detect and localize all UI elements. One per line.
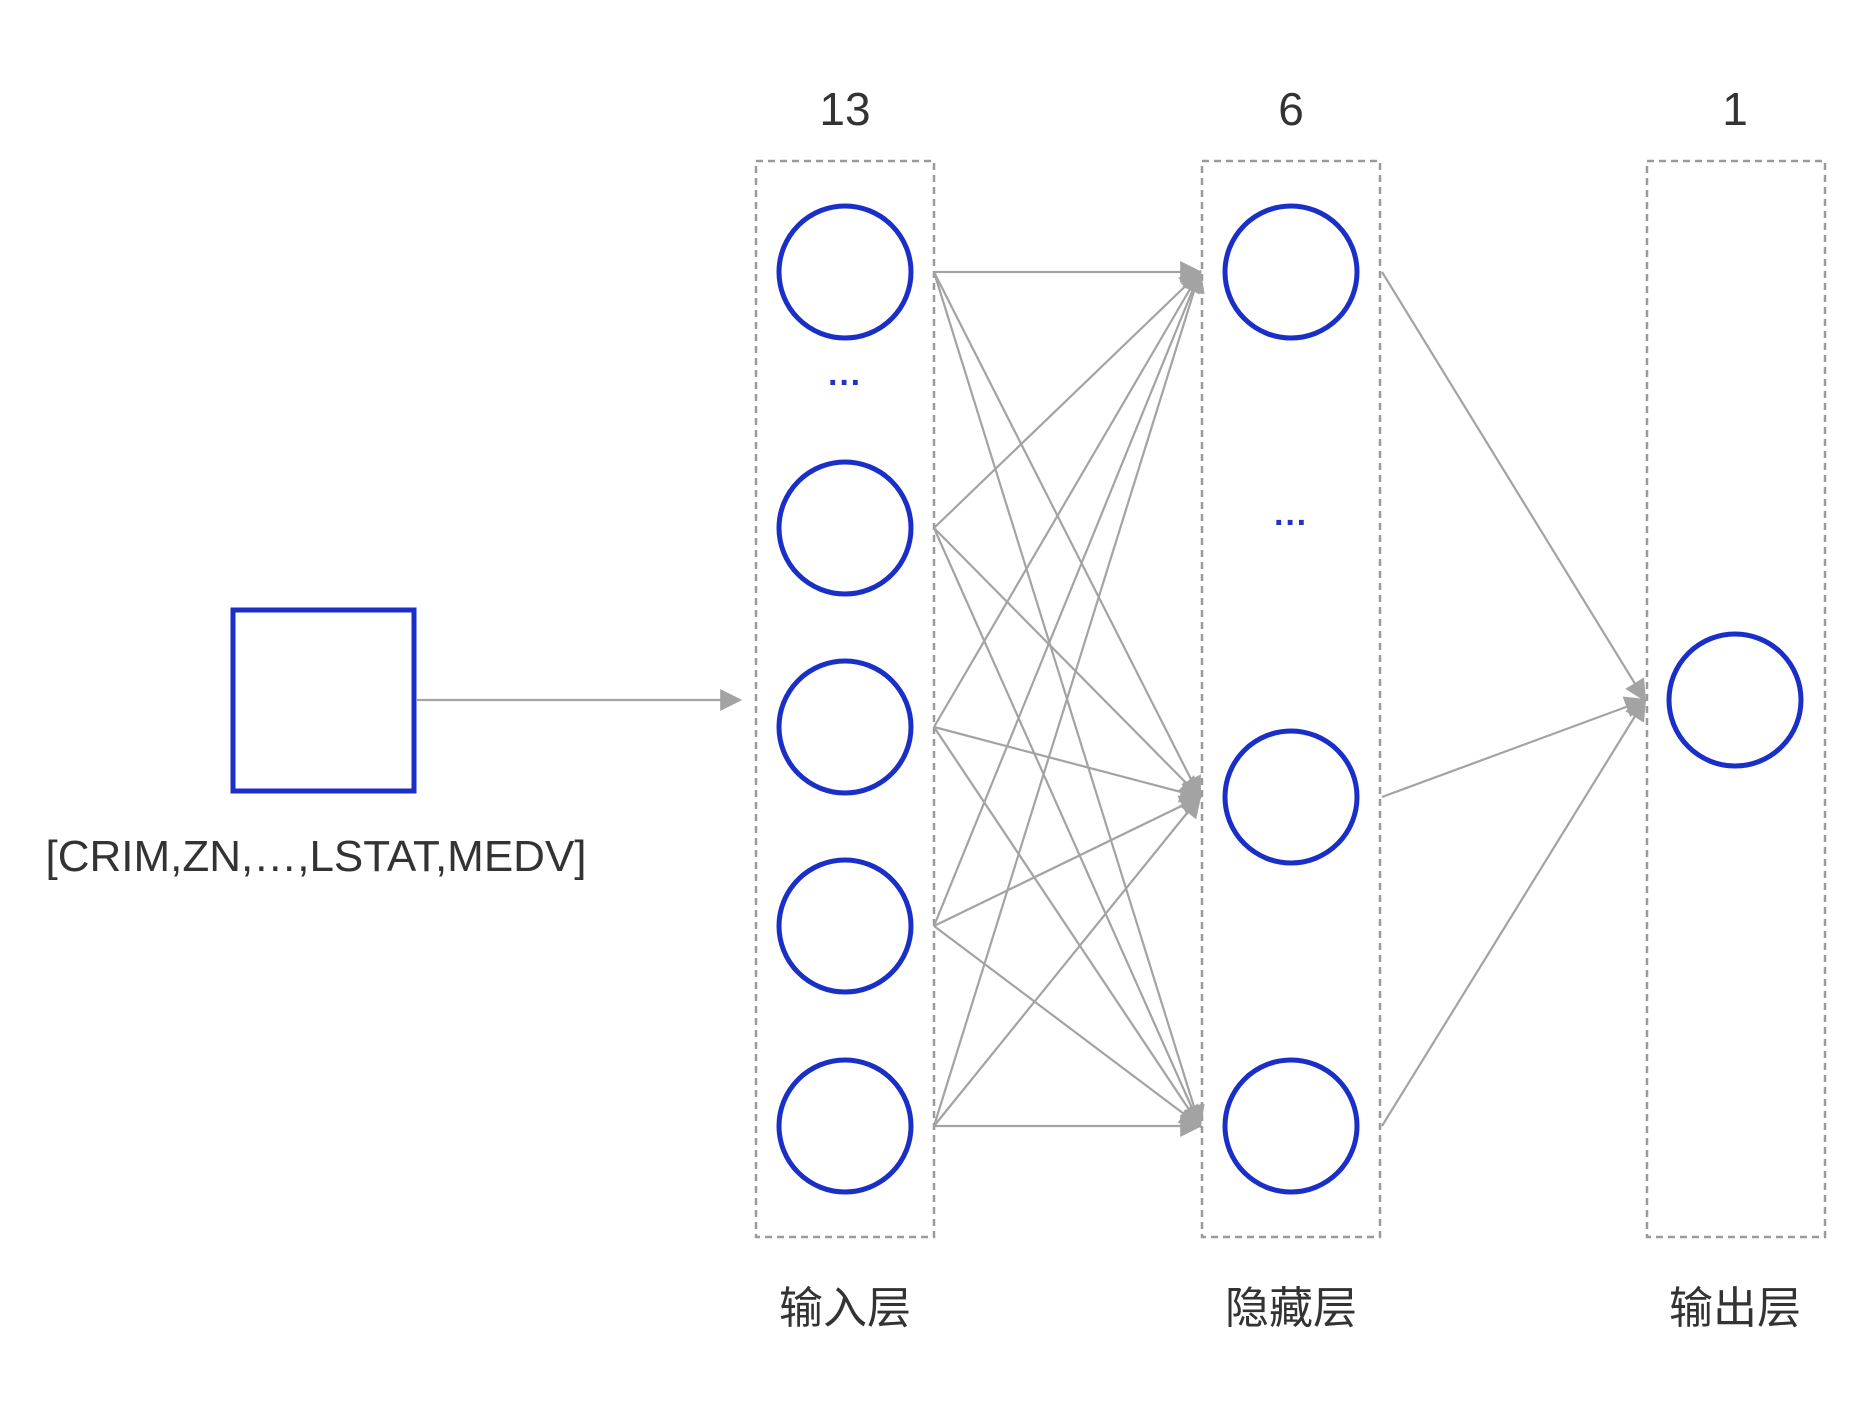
input-hidden-edge [933, 270, 1202, 728]
output-node [1666, 631, 1804, 769]
input-hidden-edge [932, 269, 1203, 927]
hidden-output-edge [1381, 698, 1647, 1127]
hidden-layer-caption: 隐藏层 [1225, 1284, 1357, 1333]
hidden-node [1222, 1057, 1360, 1195]
input-data-caption: [CRIM,ZN,…,LSTAT,MEDV] [45, 832, 586, 881]
input-hidden-edge [933, 925, 1202, 1128]
hidden-node [1222, 203, 1360, 341]
input-node [776, 459, 914, 597]
input-node [776, 857, 914, 995]
input-data-square [230, 607, 417, 794]
hidden-output-edge [1381, 696, 1648, 799]
input-layer-ellipsis: ··· [828, 364, 862, 402]
connection-edges [932, 261, 1648, 1137]
input-hidden-edge [933, 725, 1203, 803]
input-hidden-edge [933, 270, 1202, 529]
output-layer-caption: 输出层 [1669, 1284, 1801, 1333]
input-hidden-edge [932, 269, 1205, 1127]
input-node [776, 658, 914, 796]
hidden-output-edge [1381, 271, 1647, 702]
input-hidden-edge [933, 795, 1202, 1127]
input-hidden-edge [933, 527, 1202, 799]
input-layer-box [754, 159, 936, 1239]
input-layer-caption: 输入层 [779, 1284, 911, 1333]
hidden-layer-ellipsis: ··· [1274, 504, 1308, 542]
input-layer-count-label: 13 [819, 83, 870, 135]
input-hidden-edge [933, 795, 1202, 927]
input-hidden-edge [933, 271, 1201, 799]
input-node [776, 203, 914, 341]
input-hidden-edge [932, 527, 1203, 1129]
input-hidden-edge [933, 726, 1202, 1128]
output-layer-count-label: 1 [1722, 83, 1748, 135]
input-node [776, 1057, 914, 1195]
hidden-layer-count-label: 6 [1278, 83, 1304, 135]
hidden-node [1222, 728, 1360, 866]
hidden-layer-box [1200, 159, 1382, 1239]
